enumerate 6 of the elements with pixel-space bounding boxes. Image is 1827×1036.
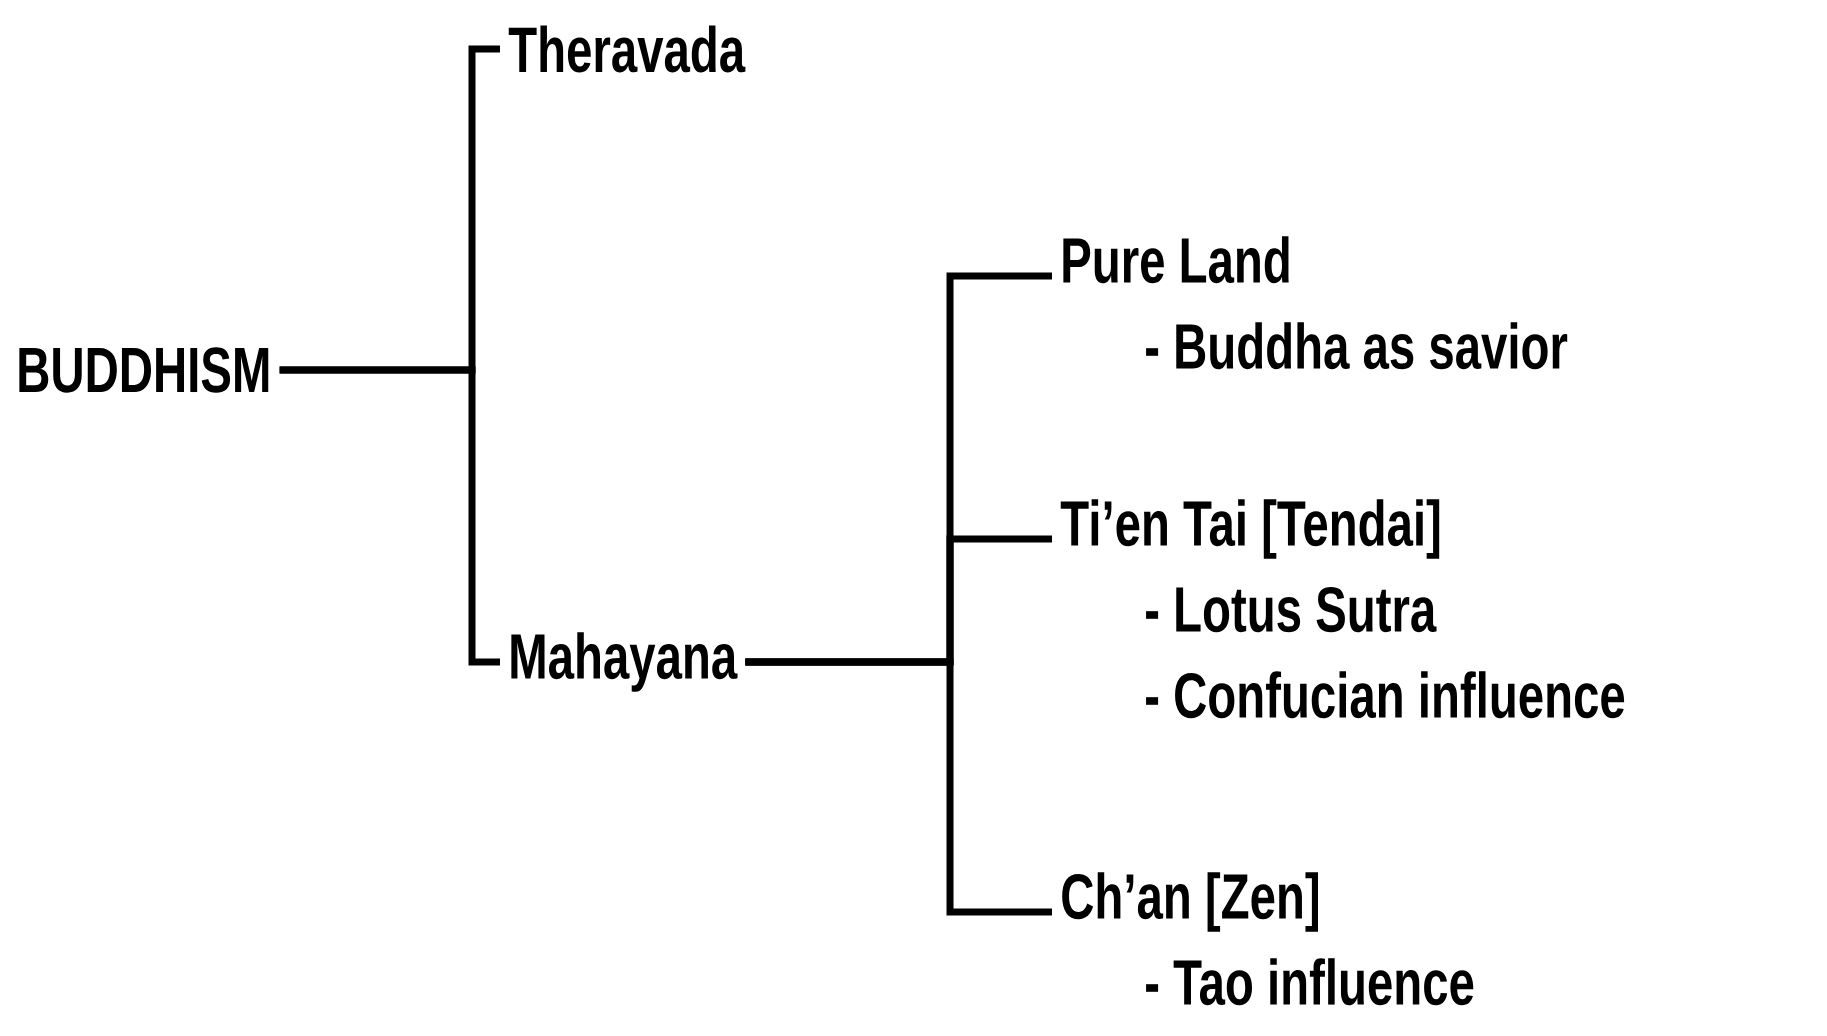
branch-label: Theravada	[508, 25, 746, 73]
branch-label: Ti’en Tai [Tendai] - Lotus Sutra - Confucian influence	[1060, 499, 1625, 719]
branch-label: Mahayana	[511, 632, 738, 692]
branch-label: Pure Land - Buddha as savior	[1063, 236, 1568, 370]
root-label: BUDDHISM	[19, 347, 269, 393]
branch-label: Ch’an [Zen] - Tao influence	[1062, 872, 1474, 1006]
